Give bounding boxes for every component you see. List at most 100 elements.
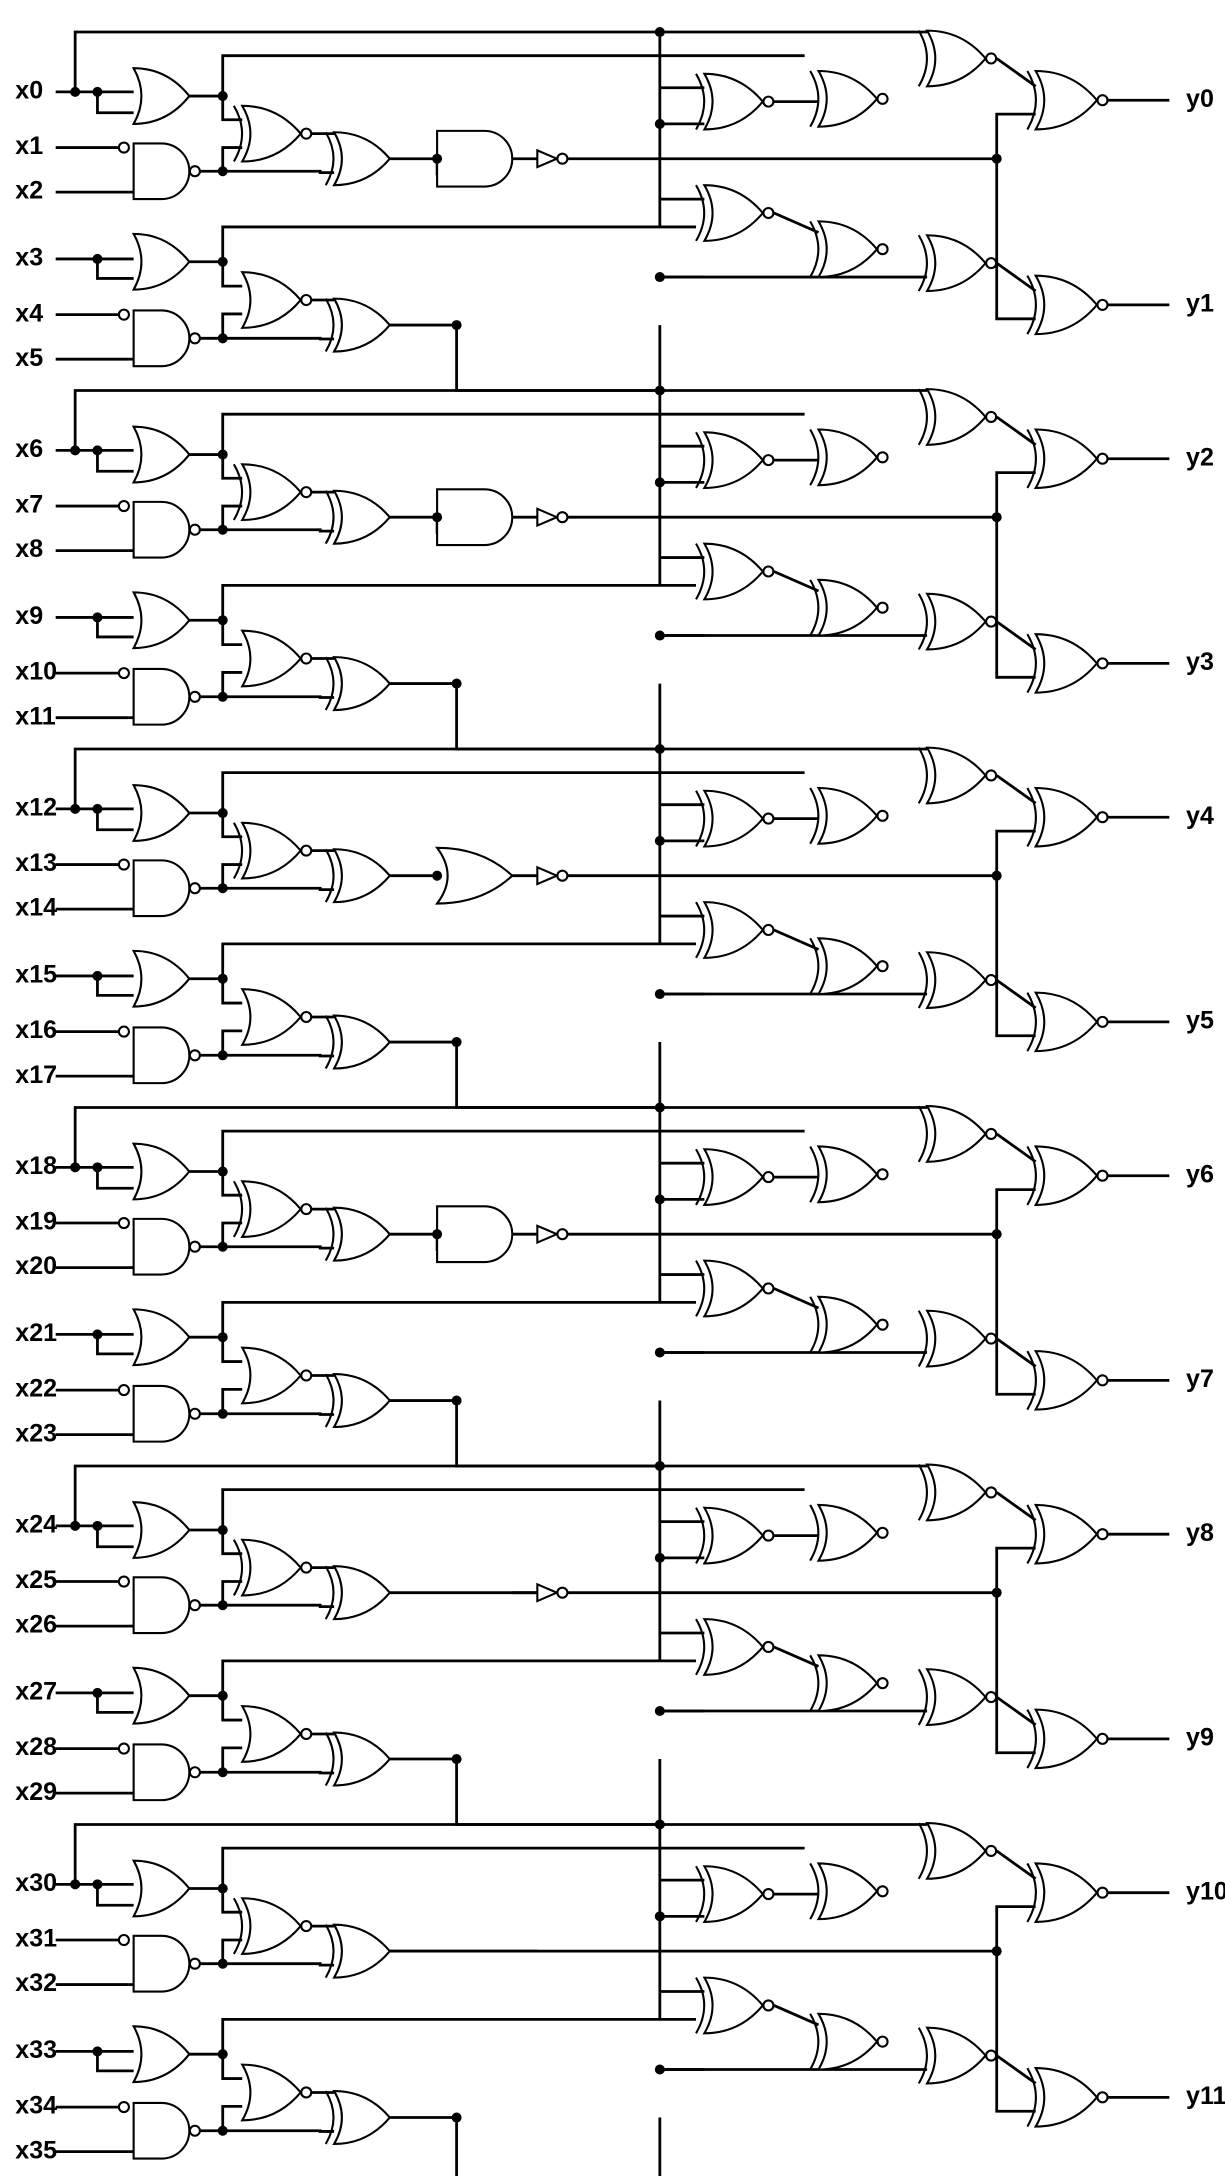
input-label-x29: x29 bbox=[15, 1778, 57, 1806]
xor-gate-arc bbox=[1026, 992, 1037, 1052]
not-gate bbox=[536, 507, 560, 528]
xnor-gate bbox=[702, 1259, 765, 1318]
junction-dot bbox=[217, 1958, 228, 1969]
junction-dot bbox=[654, 272, 665, 283]
junction-dot bbox=[991, 1946, 1002, 1957]
junction-dot bbox=[217, 1600, 228, 1611]
output-label-y9: y9 bbox=[1186, 1723, 1214, 1751]
junction-dot bbox=[654, 1102, 665, 1113]
xor-gate-arc bbox=[695, 1865, 706, 1923]
input-label-x10: x10 bbox=[15, 658, 57, 686]
inverter-bubble bbox=[117, 1025, 130, 1038]
junction-dot bbox=[654, 27, 665, 38]
xnor-gate bbox=[702, 542, 765, 601]
xnor-gate bbox=[702, 431, 765, 490]
xor-gate bbox=[332, 1373, 392, 1429]
inverter-bubble bbox=[300, 293, 313, 307]
wire bbox=[221, 1846, 805, 1889]
wire bbox=[96, 1334, 134, 1356]
xnor-gate bbox=[925, 1668, 987, 1726]
input-label-x13: x13 bbox=[15, 849, 57, 877]
inverter-bubble bbox=[876, 243, 889, 256]
wire bbox=[189, 1170, 243, 1197]
nor-gate bbox=[240, 1705, 303, 1763]
xor-gate-arc bbox=[809, 1504, 820, 1562]
inverter-bubble bbox=[876, 960, 889, 973]
xor-gate-arc bbox=[324, 490, 335, 545]
xor-gate-arc bbox=[809, 220, 820, 278]
inverter-bubble bbox=[985, 615, 998, 628]
inverter-bubble bbox=[188, 523, 201, 536]
xnor-gate bbox=[925, 234, 987, 293]
wire bbox=[96, 450, 134, 473]
wire bbox=[200, 1746, 243, 1774]
input-label-x34: x34 bbox=[15, 2092, 57, 2120]
inverter-bubble bbox=[188, 332, 201, 345]
inverter-bubble bbox=[762, 454, 775, 467]
inverter-bubble bbox=[117, 1384, 130, 1397]
nand-gate bbox=[132, 1026, 191, 1085]
or-gate bbox=[131, 949, 191, 1008]
inverter-bubble bbox=[556, 869, 569, 882]
junction-dot bbox=[451, 678, 462, 689]
wire bbox=[773, 928, 820, 951]
inverter-bubble bbox=[876, 2035, 889, 2048]
wire bbox=[222, 1412, 335, 1416]
inverter-bubble bbox=[117, 858, 130, 871]
inverter-bubble bbox=[117, 308, 130, 321]
junction-dot bbox=[217, 883, 228, 894]
wire bbox=[221, 1488, 805, 1531]
input-label-x2: x2 bbox=[15, 177, 43, 205]
wire bbox=[200, 671, 243, 699]
xnor-gate bbox=[1033, 1145, 1099, 1206]
xnor-gate bbox=[1033, 991, 1099, 1053]
inverter-bubble bbox=[762, 565, 775, 578]
wire bbox=[73, 1464, 660, 1526]
junction-dot bbox=[217, 691, 228, 702]
wire bbox=[221, 1301, 697, 1338]
inverter-bubble bbox=[300, 1203, 313, 1216]
junction-dot bbox=[654, 1194, 665, 1205]
wire bbox=[221, 1659, 697, 1696]
junction-dot bbox=[217, 166, 228, 177]
input-label-x6: x6 bbox=[15, 435, 43, 463]
junction-dot bbox=[217, 808, 228, 819]
junction-dot bbox=[991, 1587, 1002, 1598]
output-label-y10: y10 bbox=[1186, 1877, 1225, 1905]
junction-dot bbox=[70, 1879, 81, 1890]
inverter-bubble bbox=[117, 1575, 130, 1588]
wire bbox=[773, 1645, 820, 1668]
wire bbox=[200, 1388, 243, 1416]
wire bbox=[455, 683, 660, 751]
inverter-bubble bbox=[876, 1318, 889, 1331]
input-label-x5: x5 bbox=[15, 344, 43, 372]
wire bbox=[995, 1592, 1036, 1755]
wire bbox=[995, 261, 1037, 293]
xor-gate-arc bbox=[809, 1862, 820, 1920]
input-label-x0: x0 bbox=[15, 77, 43, 105]
inverter-bubble bbox=[985, 769, 998, 782]
wire bbox=[96, 1167, 134, 1190]
xnor-gate bbox=[816, 2012, 879, 2071]
wire bbox=[222, 1962, 335, 1967]
junction-dot bbox=[217, 333, 228, 344]
xor-gate-arc bbox=[695, 1260, 706, 1317]
xor-gate-arc bbox=[809, 787, 820, 845]
junction-dot bbox=[70, 1162, 81, 1173]
or-gate bbox=[131, 232, 191, 291]
wire bbox=[200, 2104, 243, 2133]
inverter-bubble bbox=[117, 1933, 130, 1947]
xor-gate-arc bbox=[232, 1539, 244, 1596]
junction-dot bbox=[654, 989, 665, 1000]
xor-gate-arc bbox=[809, 428, 820, 486]
wire bbox=[995, 1951, 1036, 2113]
xor-gate-arc bbox=[232, 463, 244, 521]
xnor-gate bbox=[702, 789, 765, 848]
xor-gate-arc bbox=[695, 73, 706, 131]
input-label-x26: x26 bbox=[15, 1611, 57, 1639]
inverter-bubble bbox=[985, 410, 998, 424]
input-label-x12: x12 bbox=[15, 793, 57, 821]
xor-gate-arc bbox=[324, 1207, 335, 1262]
inverter-bubble bbox=[300, 1369, 313, 1382]
wire bbox=[96, 1525, 134, 1549]
